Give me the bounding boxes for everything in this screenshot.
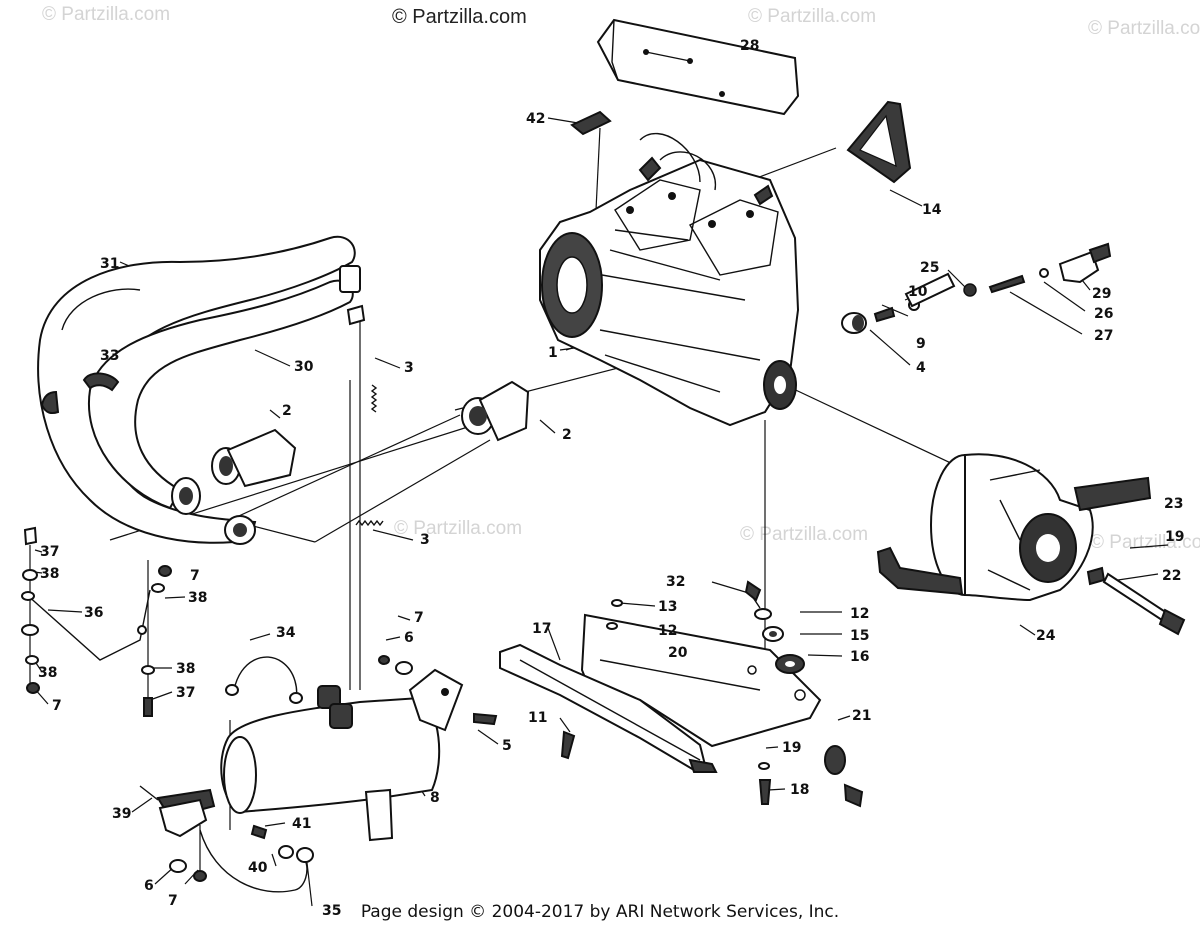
callout-38-upper: 38: [40, 566, 59, 582]
callout-9: 9: [916, 336, 926, 352]
watermark-text: © Partzilla.com: [748, 6, 877, 27]
callout-5: 5: [502, 738, 512, 754]
callout-25: 25: [920, 260, 939, 276]
callout-labels: 42 28 14 25 10 9 4 29 26 27 1 2 2 3 3 31…: [38, 38, 1184, 919]
callout-18: 18: [790, 782, 809, 798]
part-31-expansion-chamber: [37, 235, 366, 544]
part-8-muffler: [220, 668, 464, 842]
callout-37-lower: 37: [176, 685, 195, 701]
left-bracket-hardware: [21, 526, 172, 717]
muffler-mount-hardware: [378, 655, 498, 726]
callout-29: 29: [1092, 286, 1111, 302]
callout-28: 28: [740, 38, 759, 54]
callout-7-mid: 7: [190, 568, 200, 584]
callout-7-muffler: 7: [414, 610, 424, 626]
callout-8: 8: [430, 790, 440, 806]
callout-2-right: 2: [562, 427, 572, 443]
callout-11: 11: [528, 710, 547, 726]
callout-22: 22: [1162, 568, 1181, 584]
callout-23: 23: [1164, 496, 1183, 512]
callout-21: 21: [852, 708, 871, 724]
callout-16: 16: [850, 649, 869, 665]
part-23-drive-belt: [876, 476, 1152, 596]
watermark-text: © Partzilla.com: [394, 518, 523, 539]
callout-19-lower: 19: [782, 740, 801, 756]
callout-31: 31: [100, 256, 119, 272]
callout-4: 4: [916, 360, 926, 376]
part-3-springs: [355, 384, 384, 527]
callout-7-bottom: 7: [168, 893, 178, 909]
callout-38-bottom: 38: [176, 661, 195, 677]
callout-27: 27: [1094, 328, 1113, 344]
part-22-bolt: [1086, 566, 1186, 636]
watermark-text: © Partzilla.com: [1090, 532, 1200, 553]
part-17-mount-bracket: [499, 643, 718, 773]
callout-10: 10: [908, 284, 928, 300]
callout-13: 13: [658, 599, 677, 615]
callout-17: 17: [532, 621, 551, 637]
watermark-text: © Partzilla.com: [740, 524, 869, 545]
part-42-decal: [570, 110, 612, 136]
callout-32: 32: [666, 574, 685, 590]
callout-1: 1: [548, 345, 558, 361]
callout-42: 42: [526, 111, 545, 127]
part-28-strap: [596, 18, 800, 116]
callout-38-mid: 38: [188, 590, 207, 606]
callout-20: 20: [668, 645, 688, 661]
copyright-footer: Page design © 2004-2017 by ARI Network S…: [360, 902, 840, 922]
callout-35: 35: [322, 903, 341, 919]
callout-6-muffler: 6: [404, 630, 414, 646]
bottom-bracket-hardware: [139, 785, 314, 893]
callout-6-bottom: 6: [144, 878, 154, 894]
callout-39: 39: [112, 806, 131, 822]
part-24-clutch: [930, 453, 1094, 602]
callout-41: 41: [292, 816, 311, 832]
callout-19-right: 19: [1165, 529, 1184, 545]
callout-38-lower: 38: [38, 665, 57, 681]
callout-15: 15: [850, 628, 869, 644]
callout-37-upper: 37: [40, 544, 59, 560]
part-34-muffler-strap: [225, 656, 303, 704]
part-1-engine: [539, 133, 800, 427]
front-mount-hardware: [560, 580, 864, 808]
callout-3-upper: 3: [404, 360, 414, 376]
callout-30: 30: [294, 359, 314, 375]
callout-40: 40: [248, 860, 268, 876]
callout-3-lower: 3: [420, 532, 430, 548]
callout-12-left: 12: [658, 623, 677, 639]
watermark-text: © Partzilla.com: [1088, 18, 1200, 39]
callout-34: 34: [276, 625, 296, 641]
callout-26: 26: [1094, 306, 1113, 322]
part-2-exhaust-flanges: [171, 380, 530, 545]
engine-mount-hardware: [841, 242, 1112, 334]
callout-2-left: 2: [282, 403, 292, 419]
brand-text: © Partzilla.com: [392, 6, 527, 28]
callout-24: 24: [1036, 628, 1056, 644]
callout-14: 14: [922, 202, 942, 218]
watermark-text: © Partzilla.com: [42, 4, 171, 25]
callout-7-left: 7: [52, 698, 62, 714]
callout-12-right: 12: [850, 606, 869, 622]
callout-33: 33: [100, 348, 119, 364]
callout-36: 36: [84, 605, 103, 621]
part-14-handle: [846, 100, 912, 184]
